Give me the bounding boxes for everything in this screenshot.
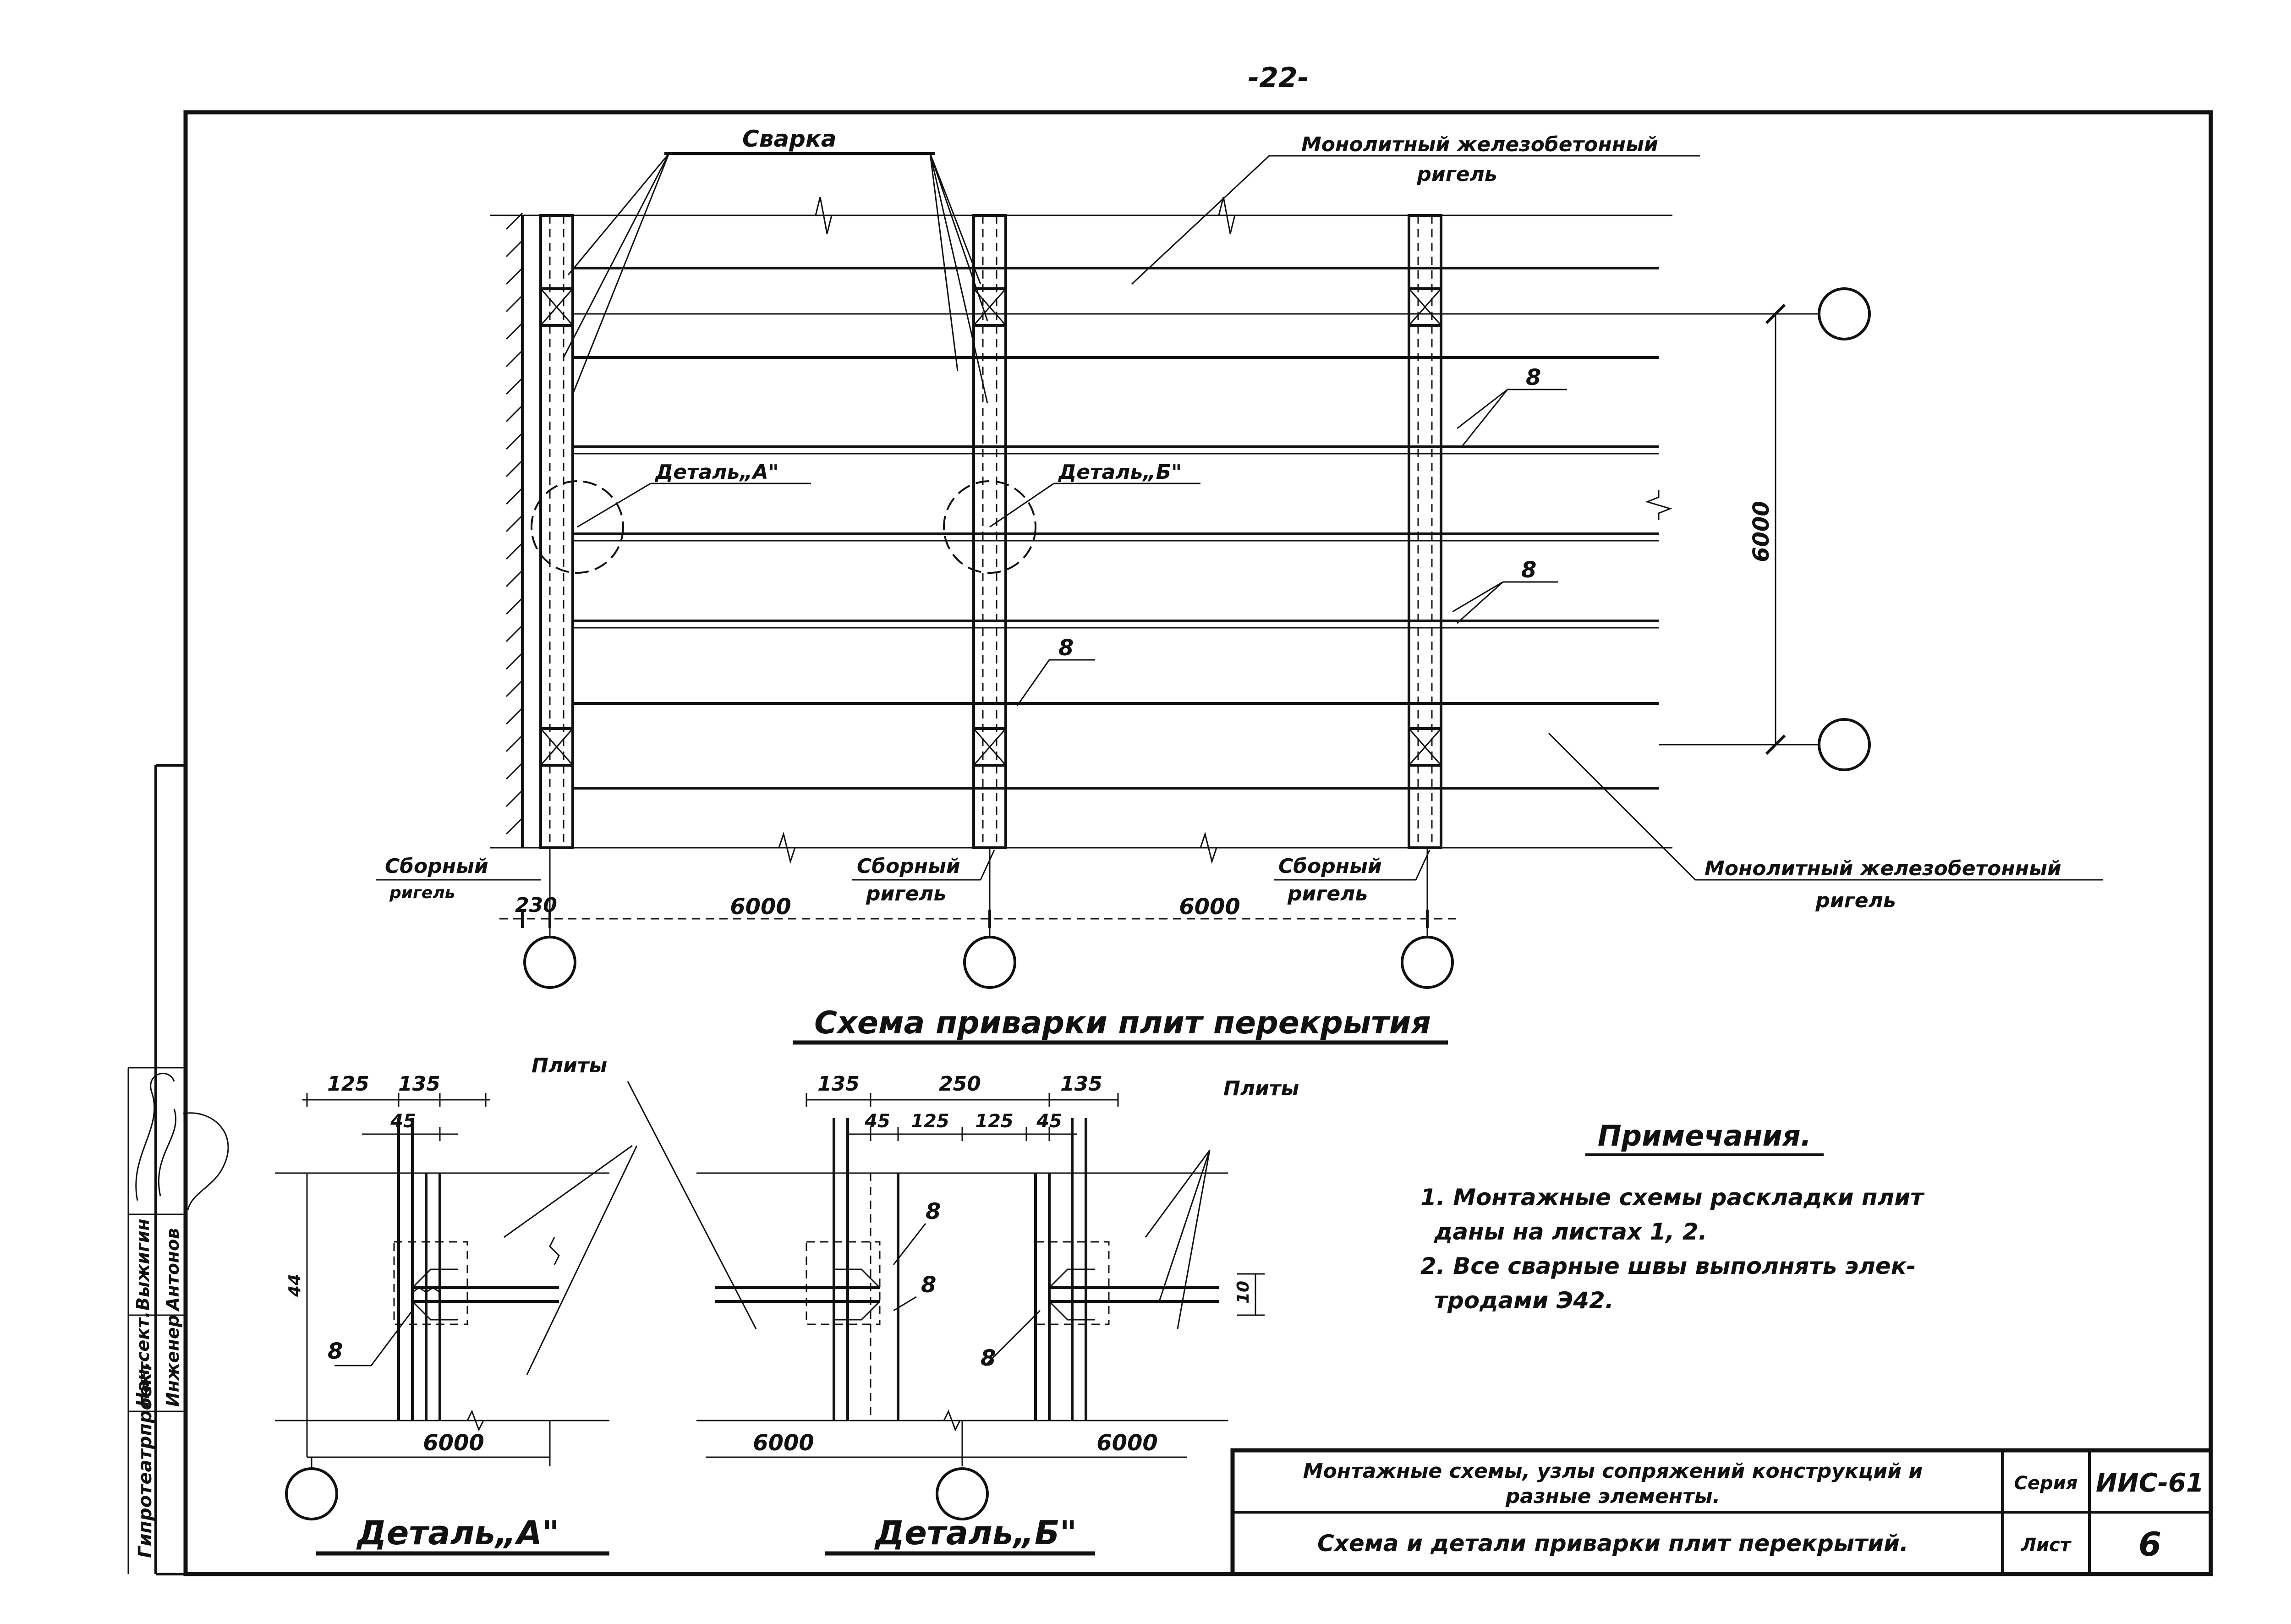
dimension-lines bbox=[499, 303, 1786, 928]
break-mark-top bbox=[806, 197, 841, 234]
label-sborny-mid-2: ригель bbox=[866, 882, 946, 905]
label-detail-b: Деталь„Б" bbox=[1058, 461, 1182, 484]
detail-b-dim-135-a: 135 bbox=[817, 1072, 860, 1096]
detail-b-dim-125-b: 125 bbox=[975, 1111, 1014, 1132]
stamp-name-1: Выжигин bbox=[133, 1218, 153, 1311]
sheet-value: 6 bbox=[2138, 1525, 2161, 1564]
label-sborny-left-1: Сборный bbox=[385, 855, 488, 878]
label-weld-8-c: 8 bbox=[1058, 635, 1074, 661]
sheet-frame bbox=[154, 110, 2213, 1576]
column-cores bbox=[539, 287, 1442, 767]
detail-b-dim-45-b: 45 bbox=[1036, 1111, 1062, 1132]
stamp-org: Гипротеатрпроект bbox=[135, 1361, 156, 1558]
main-title: Схема приварки плит перекрытия bbox=[814, 1005, 1431, 1041]
series-label: Серия bbox=[2014, 1473, 2078, 1494]
stamp-role-2: Инженер bbox=[163, 1315, 183, 1407]
detail-a-plity: Плиты bbox=[532, 1054, 607, 1077]
detail-b-dim-250: 250 bbox=[939, 1072, 981, 1096]
detail-b-weld-1: 8 bbox=[926, 1199, 941, 1224]
note-2-line-2: тродами Э42. bbox=[1434, 1287, 1614, 1314]
notes: Примечания. 1. Монтажные схемы раскладки… bbox=[1420, 1119, 1925, 1314]
sheet-label: Лист bbox=[2021, 1535, 2072, 1556]
note-1-line-1: 1. Монтажные схемы раскладки плит bbox=[1420, 1184, 1925, 1211]
break-mark-right bbox=[1645, 490, 1672, 520]
label-sborny-left-2: ригель bbox=[389, 883, 455, 902]
stamp-role-1: Нач.сект. bbox=[133, 1311, 153, 1407]
detail-b-dim-135-b: 135 bbox=[1060, 1072, 1102, 1096]
detail-a-title: Деталь„А" bbox=[356, 1514, 559, 1552]
break-mark-top-2 bbox=[1210, 197, 1244, 234]
detail-a-circle bbox=[531, 480, 624, 574]
title-block: Монтажные схемы, узлы сопряжений констру… bbox=[1230, 1448, 2213, 1576]
title-desc-1: Монтажные схемы, узлы сопряжений констру… bbox=[1303, 1459, 1923, 1483]
label-monolith-top-1: Монолитный железобетонный bbox=[1301, 133, 1658, 156]
detail-a-dim-135: 135 bbox=[398, 1072, 440, 1096]
dim-6000-a: 6000 bbox=[730, 894, 791, 920]
detail-b-weld-3: 8 bbox=[981, 1345, 996, 1371]
wall-hatching bbox=[505, 212, 524, 848]
side-stamp: Гипротеатрпроект Нач.сект. Инженер Выжиг… bbox=[127, 1067, 229, 1574]
girder-strips bbox=[539, 214, 1442, 849]
label-monolith-top-2: ригель bbox=[1416, 163, 1497, 186]
break-mark-bottom-2 bbox=[1191, 831, 1226, 864]
detail-b-dim-6000-a: 6000 bbox=[753, 1430, 814, 1456]
page-number: -22- bbox=[1248, 62, 1309, 94]
leader-lines bbox=[376, 152, 2103, 881]
signature-mark bbox=[135, 1073, 177, 1201]
detail-b-drawing bbox=[627, 1081, 1265, 1520]
label-weld-8-b: 8 bbox=[1521, 557, 1536, 583]
slab-lines bbox=[490, 214, 1672, 849]
detail-b-dim-10: 10 bbox=[1234, 1281, 1253, 1304]
detail-a-weld-8: 8 bbox=[328, 1339, 343, 1364]
detail-a-dim-45: 45 bbox=[390, 1111, 416, 1132]
label-sborny-right-2: ригель bbox=[1287, 882, 1368, 905]
detail-b-dim-125-a: 125 bbox=[911, 1111, 949, 1132]
dim-6000-b: 6000 bbox=[1179, 894, 1240, 920]
notes-heading: Примечания. bbox=[1598, 1119, 1811, 1152]
detail-b-circle bbox=[943, 480, 1036, 574]
break-mark-bottom bbox=[770, 831, 804, 864]
detail-a-dim-6000: 6000 bbox=[423, 1430, 484, 1456]
series-value: ИИС-61 bbox=[2096, 1468, 2204, 1498]
axis-bubbles bbox=[523, 287, 1871, 989]
label-sborny-mid-1: Сборный bbox=[857, 855, 960, 878]
note-2-line-1: 2. Все сварные швы выполнять элек- bbox=[1420, 1253, 1916, 1279]
detail-b-dim-45-a: 45 bbox=[864, 1111, 890, 1132]
stamp-name-2: Антонов bbox=[163, 1228, 183, 1312]
detail-b-weld-2: 8 bbox=[921, 1272, 936, 1298]
detail-b-plity: Плиты bbox=[1223, 1077, 1299, 1100]
dim-6000-vertical: 6000 bbox=[1748, 501, 1774, 562]
note-1-line-2: даны на листах 1, 2. bbox=[1434, 1218, 1707, 1245]
signature-stroke bbox=[183, 1112, 229, 1210]
label-weld-8-a: 8 bbox=[1526, 365, 1541, 390]
label-svarka: Сварка bbox=[742, 126, 837, 152]
dim-230: 230 bbox=[515, 894, 557, 917]
label-monolith-bottom-1: Монолитный железобетонный bbox=[1705, 857, 2061, 880]
title-desc-2: разные элементы. bbox=[1505, 1485, 1720, 1508]
main-plan: 230 6000 6000 6000 Сварка Монолитный жел… bbox=[376, 126, 2103, 1045]
detail-a-dim-125: 125 bbox=[327, 1072, 369, 1096]
detail-b-dim-6000-b: 6000 bbox=[1096, 1430, 1158, 1456]
detail-a-drawing: 44 bbox=[275, 1093, 638, 1520]
sheet-title: Схема и детали приварки плит перекрытий. bbox=[1317, 1530, 1908, 1557]
detail-b-title: Деталь„Б" bbox=[874, 1514, 1077, 1552]
svg-text:44: 44 bbox=[285, 1274, 304, 1297]
label-monolith-bottom-2: ригель bbox=[1815, 889, 1896, 912]
label-detail-a: Деталь„А" bbox=[654, 461, 779, 484]
label-sborny-right-1: Сборный bbox=[1278, 855, 1382, 878]
